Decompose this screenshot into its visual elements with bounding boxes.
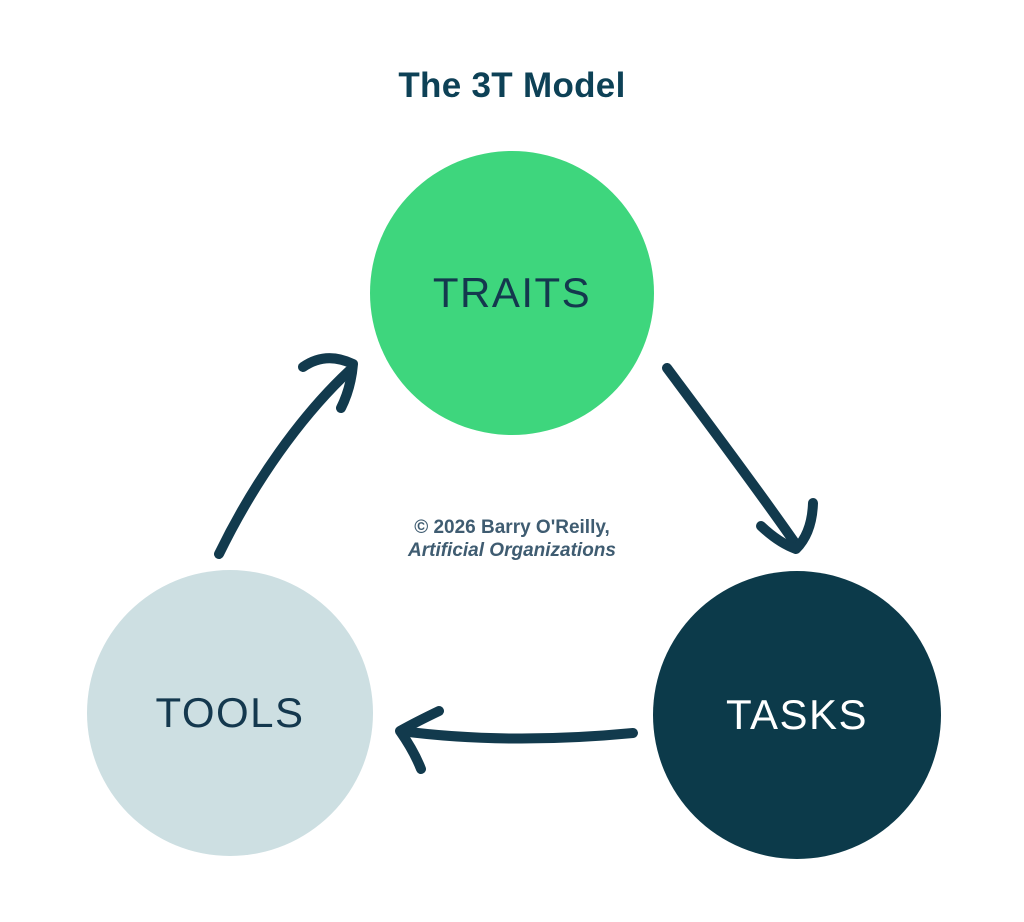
arrow-tools-to-traits-head (298, 353, 358, 413)
node-tasks: TASKS (653, 571, 941, 859)
arrow-tasks-to-tools (395, 706, 638, 774)
node-tasks-label: TASKS (725, 691, 869, 738)
node-traits-label: TRAITS (432, 269, 592, 316)
arrow-tasks-to-tools-shaft (396, 726, 638, 744)
copyright-line: © 2026 Barry O'Reilly, (414, 517, 610, 538)
node-traits: TRAITS (370, 151, 654, 435)
node-tools: TOOLS (87, 570, 373, 856)
node-tools-label: TOOLS (155, 689, 305, 736)
diagram-title: The 3T Model (398, 66, 626, 105)
arrow-tasks-to-tools-head (395, 706, 444, 774)
copyright-caption: © 2026 Barry O'Reilly, Artificial Organi… (0, 516, 1024, 562)
attribution-line: Artificial Organizations (408, 540, 616, 561)
